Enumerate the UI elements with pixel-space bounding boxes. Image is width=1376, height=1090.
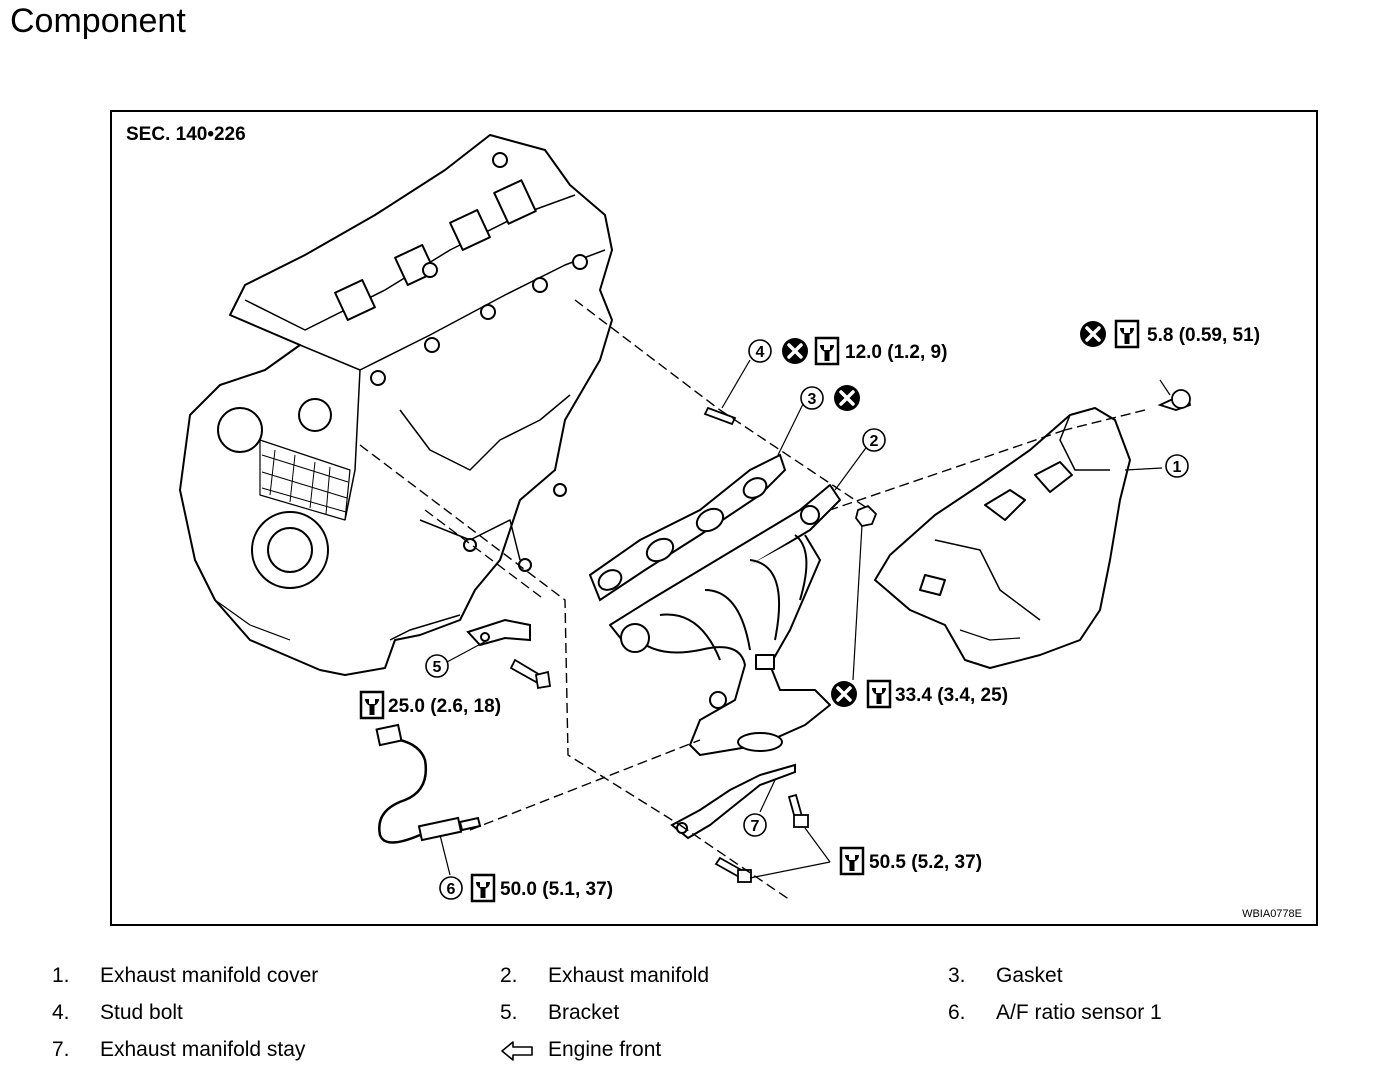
- engine-block: [179, 134, 613, 676]
- af-ratio-sensor: [375, 723, 482, 844]
- exhaust-manifold-stay: [670, 763, 796, 840]
- figure-code: WBIA0778E: [1242, 908, 1302, 920]
- assembly-lines: [359, 299, 1146, 901]
- torque-wrench-icon: [814, 336, 840, 366]
- torque-spec-bracket-bolt: 25.0 (2.6, 18): [388, 696, 501, 717]
- callout-3: 3: [800, 386, 824, 410]
- torque-spec-af-sensor: 50.0 (5.1, 37): [500, 879, 613, 900]
- diagram-frame: SEC. 140•226 WBIA0778E: [110, 110, 1318, 926]
- callout-5: 5: [425, 654, 449, 678]
- torque-wrench-icon: [470, 873, 496, 903]
- exhaust-manifold: [609, 484, 841, 756]
- engine-front-arrow-icon: [501, 1041, 533, 1061]
- torque-wrench-icon: [359, 690, 385, 720]
- do-not-reuse-icon: [1078, 319, 1108, 349]
- do-not-reuse-icon: [780, 336, 810, 366]
- gasket: [588, 453, 787, 602]
- callout-6: 6: [439, 876, 463, 900]
- svg-text:7: 7: [751, 818, 760, 835]
- torque-wrench-icon: [1114, 319, 1140, 349]
- bracket: [466, 618, 531, 647]
- page-title: Component: [10, 2, 186, 40]
- torque-spec-stud-bolt: 12.0 (1.2, 9): [845, 342, 947, 363]
- svg-text:3: 3: [808, 391, 817, 408]
- torque-wrench-icon: [866, 679, 892, 709]
- callout-7: 7: [743, 813, 767, 837]
- svg-text:6: 6: [447, 881, 456, 898]
- torque-spec-stay-bolt: 50.5 (5.2, 37): [869, 852, 982, 873]
- svg-text:2: 2: [870, 433, 879, 450]
- do-not-reuse-icon: [832, 383, 862, 413]
- torque-spec-manifold-nut: 33.4 (3.4, 25): [895, 685, 1008, 706]
- fasteners: [509, 389, 1192, 883]
- callout-4: 4: [748, 339, 772, 363]
- leader-lines: [439, 359, 1171, 879]
- svg-text:1: 1: [1173, 459, 1182, 476]
- callout-2: 2: [862, 428, 886, 452]
- svg-text:5: 5: [433, 659, 442, 676]
- torque-wrench-icon: [839, 846, 865, 876]
- section-reference: SEC. 140•226: [126, 124, 246, 145]
- callout-1: 1: [1165, 454, 1189, 478]
- torque-spec-cover-bolt: 5.8 (0.59, 51): [1147, 325, 1260, 346]
- do-not-reuse-icon: [829, 679, 859, 709]
- exhaust-manifold-cover: [874, 407, 1131, 669]
- svg-text:4: 4: [756, 344, 765, 361]
